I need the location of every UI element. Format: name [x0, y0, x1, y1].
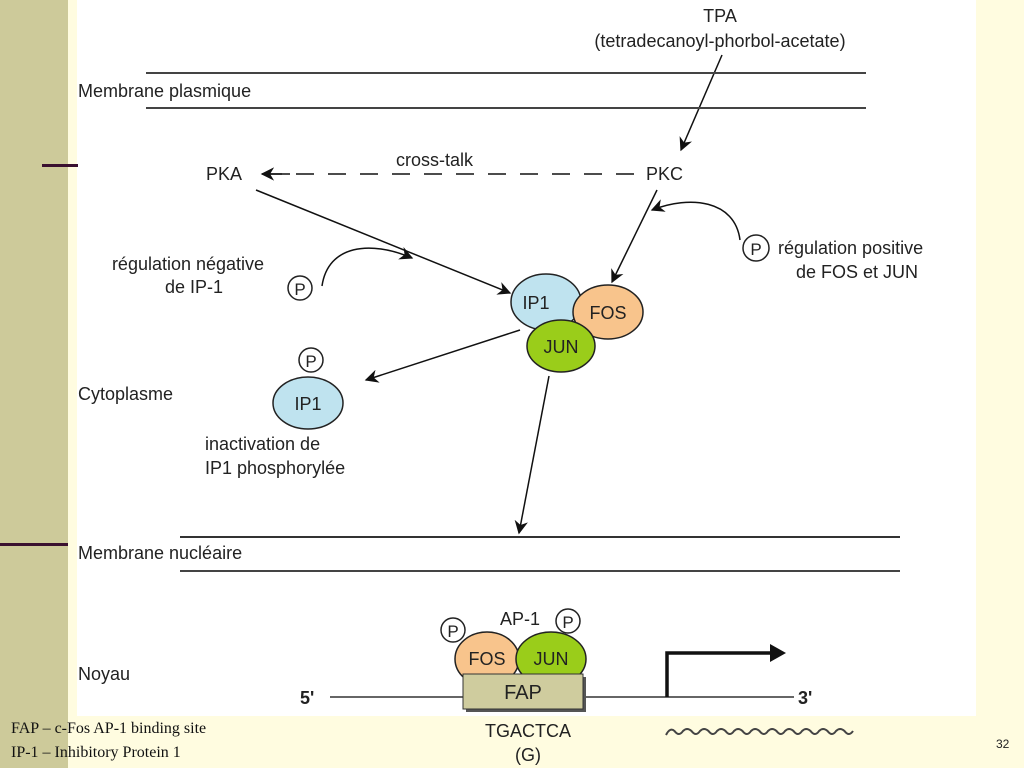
footnote-fap: FAP – c-Fos AP-1 binding site [11, 720, 207, 737]
svg-text:P: P [562, 613, 573, 632]
phospho-positive-reg-icon: P [742, 234, 770, 262]
positive-regulation-arrow [650, 199, 741, 241]
sequence-label: TGACTCA [485, 721, 571, 741]
jun-ellipse [526, 319, 596, 373]
plasma-membrane-label: Membrane plasmique [78, 81, 251, 101]
diagram-background [77, 0, 976, 716]
mrna-wave [665, 728, 854, 736]
tpa-label: TPA [703, 6, 737, 26]
footnote-ip1: IP-1 – Inhibitory Protein 1 [11, 744, 181, 761]
ap1-complex: FOS JUN P P AP-1 [440, 608, 587, 687]
tpa-full-name: (tetradecanoyl-phorbol-acetate) [594, 31, 845, 51]
svg-text:P: P [294, 280, 305, 299]
cytoplasm-label: Cytoplasme [78, 384, 173, 404]
accent-rule-top [42, 164, 78, 167]
ip1-phosphorylated: IP1 P [272, 347, 344, 430]
pka-to-ip1-arrow [255, 189, 512, 295]
positive-regulation-line2: de FOS et JUN [796, 262, 918, 282]
accent-rule-bottom [0, 543, 68, 546]
tpa-to-pkc-arrow [679, 54, 723, 152]
nucleus-label: Noyau [78, 664, 130, 684]
fos-label: FOS [589, 303, 626, 323]
pkc-label: PKC [646, 164, 683, 184]
sequence-variant-label: (G) [515, 745, 541, 765]
fos-ellipse [572, 284, 644, 340]
left-decor-strip [0, 0, 68, 768]
ap1-phospho-right [555, 608, 581, 634]
ap1-phospho-left [440, 617, 466, 643]
fap-label: FAP [504, 682, 542, 704]
transcription-arrowhead [770, 644, 786, 662]
complex-to-ip1-p-arrow [364, 329, 521, 383]
ip1-label: IP1 [522, 293, 549, 313]
cross-talk-label: cross-talk [396, 150, 474, 170]
svg-text:P: P [750, 240, 761, 259]
svg-text:IP1: IP1 [294, 394, 321, 414]
five-prime-label: 5' [300, 688, 314, 708]
positive-regulation-line1: régulation positive [778, 238, 923, 258]
negative-regulation-line1: régulation négative [112, 254, 264, 274]
jun-label: JUN [544, 337, 579, 357]
negative-regulation-arrow [321, 247, 414, 287]
ip1-fos-jun-complex: IP1 FOS JUN [510, 273, 644, 373]
pkc-to-fos-arrow [611, 189, 658, 284]
three-prime-label: 3' [798, 688, 812, 708]
svg-text:P: P [305, 352, 316, 371]
nuclear-membrane-label: Membrane nucléaire [78, 543, 242, 563]
phospho-negative-reg-icon: P [287, 275, 313, 301]
ap1-jun-label: JUN [534, 649, 569, 669]
slide-number: 32 [996, 737, 1010, 751]
inactivation-line1: inactivation de [205, 434, 320, 454]
svg-text:P: P [447, 622, 458, 641]
inactivation-line2: IP1 phosphorylée [205, 458, 345, 478]
ap1-fos-label: FOS [468, 649, 505, 669]
pka-label: PKA [206, 164, 242, 184]
transcription-start-arrow [665, 651, 775, 697]
negative-regulation-line2: de IP-1 [165, 277, 223, 297]
complex-to-nucleus-arrow [514, 375, 550, 535]
fap-binding-site: FAP [462, 673, 586, 712]
ap1-label: AP-1 [500, 609, 540, 629]
